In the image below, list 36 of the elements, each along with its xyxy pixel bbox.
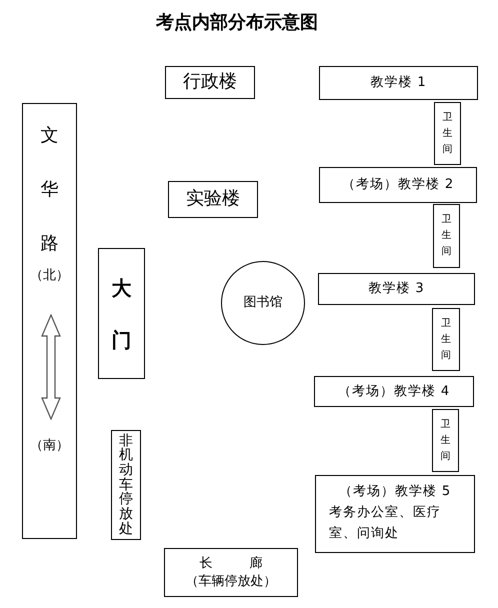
building-label: 行政楼 xyxy=(183,70,237,94)
restroom-label: 卫生间 xyxy=(442,213,452,259)
building-label: （考场）教学楼 5 xyxy=(338,483,452,501)
building-box xyxy=(315,475,475,553)
corridor-note: （车辆停放处） xyxy=(186,572,276,590)
restroom-label: 卫生间 xyxy=(441,316,451,362)
parking-box xyxy=(111,430,141,540)
restroom-box xyxy=(432,409,459,472)
parking-label: 非机动车停放处 xyxy=(119,434,133,536)
diagram-title: 考点内部分布示意图 xyxy=(154,11,319,34)
building-box xyxy=(319,167,477,203)
building-note: 考务办公室、医疗室、问询处 xyxy=(329,504,442,543)
road-name: 文华路 xyxy=(40,124,58,256)
building-box xyxy=(318,273,475,305)
building-label: 实验楼 xyxy=(186,187,240,212)
gate-box xyxy=(98,248,145,379)
building-box xyxy=(168,181,258,218)
corridor-label: 长 廊 xyxy=(200,554,262,572)
building-label: 教学楼 1 xyxy=(370,74,427,92)
direction-label: （北） xyxy=(29,267,70,284)
restroom-box xyxy=(432,308,460,371)
restroom-label: 卫生间 xyxy=(440,418,450,464)
corridor-box xyxy=(164,548,298,597)
building-label: （考场）教学楼 2 xyxy=(342,176,454,194)
building-box xyxy=(319,66,478,100)
direction-label: （南） xyxy=(29,437,70,454)
restroom-box xyxy=(434,102,461,165)
road-box xyxy=(22,103,77,539)
building-label: （考场）教学楼 4 xyxy=(338,382,450,400)
library-label: 图书馆 xyxy=(244,294,282,312)
building-box xyxy=(165,66,255,99)
building-label: 教学楼 3 xyxy=(368,280,425,298)
gate-label: 大门 xyxy=(112,274,132,354)
restroom-box xyxy=(433,204,460,268)
building-box xyxy=(314,376,474,407)
restroom-label: 卫生间 xyxy=(442,110,452,156)
